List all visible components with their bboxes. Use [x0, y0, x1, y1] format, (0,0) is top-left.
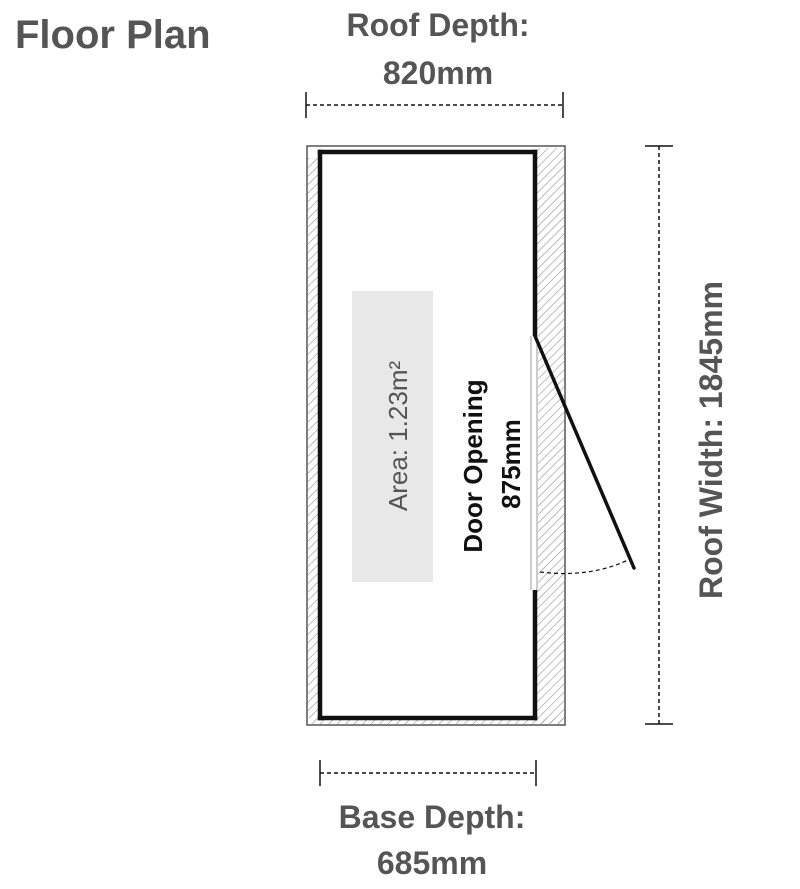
- base-depth-dimension-line: [319, 760, 537, 786]
- area-box: [352, 291, 433, 582]
- roof-depth-label: Roof Depth:: [346, 7, 529, 43]
- roof-width-label: Roof Width: 1845mm: [693, 281, 729, 599]
- door-opening-label: Door Opening: [458, 379, 488, 552]
- room-walls: [317, 149, 538, 721]
- roof-depth-dimension-line: [305, 92, 564, 118]
- page-title: Floor Plan: [15, 13, 211, 57]
- area-label: Area: 1.23m²: [383, 361, 413, 512]
- right-hatch-strip: [537, 148, 564, 724]
- left-hatch-strip: [308, 158, 319, 718]
- bottom-hatch-strip: [310, 718, 564, 724]
- door-opening-value: 875mm: [496, 419, 526, 509]
- roof-depth-value: 820mm: [383, 55, 493, 91]
- door-swing-arc: [539, 559, 629, 575]
- door-leaf: [533, 334, 636, 570]
- base-depth-value: 685mm: [377, 845, 487, 881]
- door-opening-gap: [530, 336, 538, 590]
- base-depth-label: Base Depth:: [339, 799, 526, 835]
- roof-width-dimension-line: [645, 145, 673, 725]
